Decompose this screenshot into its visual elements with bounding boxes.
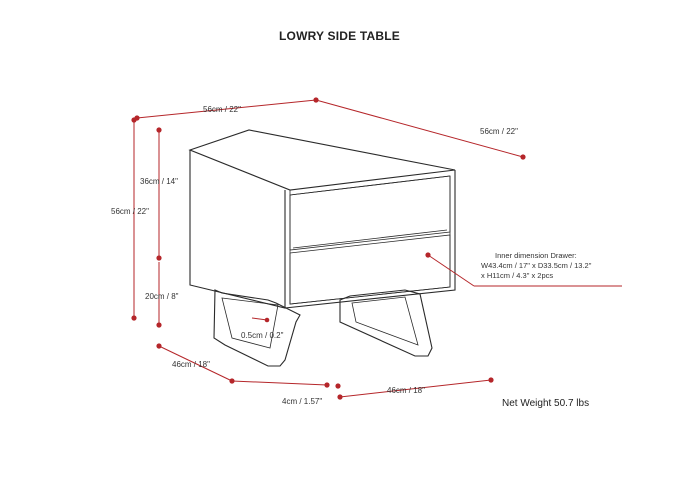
inner-dimension-line2: W43.4cm / 17" x D33.5cm / 13.2" (481, 261, 592, 270)
label-top-depth: 56cm / 22" (480, 127, 518, 136)
label-top-width: 56cm / 22" (203, 105, 241, 114)
inner-dimension-line1: Inner dimension Drawer: (495, 251, 577, 260)
label-leg-width: 46cm / 18" (387, 386, 425, 395)
leg-left (213, 289, 301, 367)
dim-leg-inset (231, 380, 341, 389)
inner-dimension-line3: x H11cm / 4.3" x 2pcs (481, 271, 554, 280)
table-top (188, 129, 456, 195)
dim-total-height (131, 117, 137, 321)
label-leg-height: 20cm / 8" (145, 292, 179, 301)
label-total-height: 56cm / 22" (111, 207, 149, 216)
label-leg-thickness: 0.5cm / 0.2" (241, 331, 284, 340)
dim-leg-height (156, 262, 162, 328)
dim-body-height (156, 127, 162, 261)
leader-leg-thickness (251, 317, 270, 323)
label-leg-inset: 4cm / 1.57" (282, 397, 323, 406)
net-weight: Net Weight 50.7 lbs (502, 398, 590, 409)
dim-leg-width (337, 377, 494, 400)
drawer-top (289, 175, 451, 251)
label-body-height: 36cm / 14" (140, 177, 178, 186)
diagram-title: LOWRY SIDE TABLE (279, 29, 400, 43)
drawer-bottom (289, 234, 451, 305)
leader-inner-dimension (425, 252, 622, 287)
inner-dimension-note: Inner dimension Drawer: W43.4cm / 17" x … (481, 251, 591, 281)
table-body (189, 150, 456, 309)
label-leg-depth: 46cm / 18" (172, 360, 210, 369)
dim-top-depth (315, 99, 526, 160)
leg-right (339, 289, 433, 357)
